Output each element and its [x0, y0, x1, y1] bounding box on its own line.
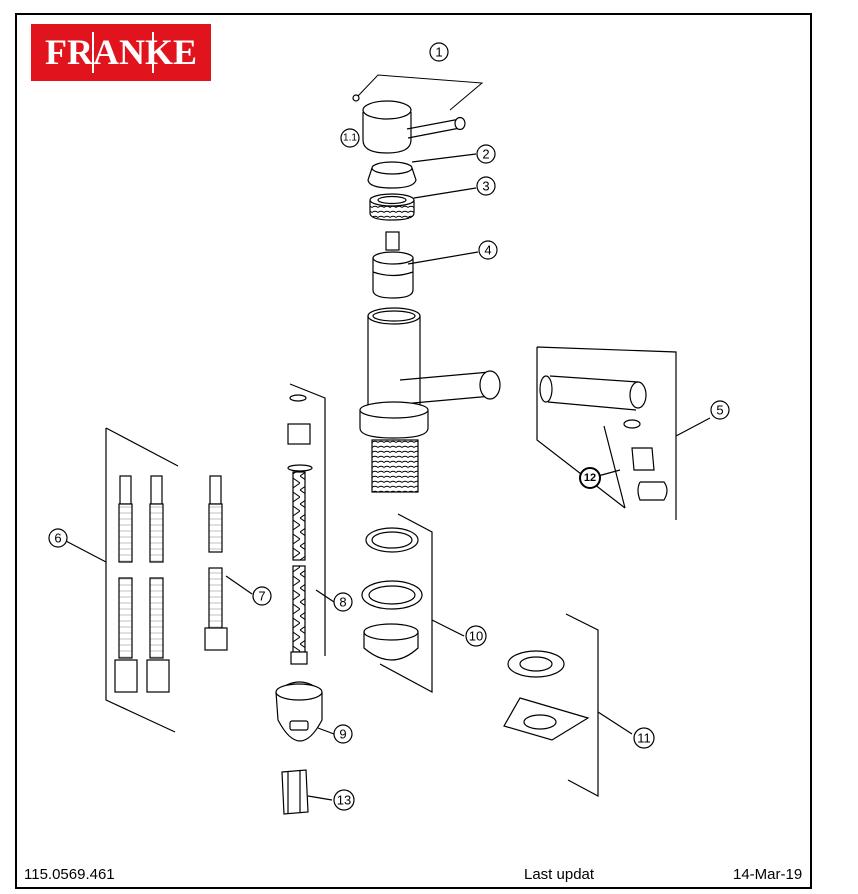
logo-divider [152, 32, 154, 73]
callout-1-label: 1 [435, 45, 442, 60]
callout-3-label: 3 [482, 179, 489, 194]
callout-5-circle [710, 400, 730, 420]
callout-2-label: 2 [482, 147, 489, 162]
callout-7-circle [252, 586, 272, 606]
base-plate-part [503, 613, 633, 797]
callout-6-label: 6 [54, 531, 61, 546]
franke-logo: FRANKE [31, 24, 211, 81]
callout-3-circle [476, 176, 496, 196]
callout-7-label: 7 [258, 589, 265, 604]
logo-divider [92, 32, 94, 73]
callout-1-1-circle [340, 128, 360, 148]
last-update-label: Last updat [524, 866, 595, 883]
part-number: 115.0569.461 [24, 866, 115, 883]
drawing-frame [15, 13, 812, 889]
cartridge-part [372, 231, 414, 299]
callout-4-label: 4 [484, 243, 491, 258]
callout-11-label: 11 [637, 731, 651, 746]
logo-lettering: FRANKE [45, 32, 197, 72]
callout-2-circle [476, 144, 496, 164]
clip-part [281, 769, 333, 815]
pull-rod-part [287, 383, 335, 665]
single-hose-part [204, 475, 253, 651]
callout-10-label: 10 [469, 629, 483, 644]
plug-part [275, 681, 335, 742]
callout-12-circle [579, 467, 601, 489]
callout-4-circle [478, 240, 498, 260]
callout-1-circle [429, 42, 449, 62]
gasket-set-part [361, 513, 465, 694]
callout-11-circle [633, 727, 655, 749]
faucet-body [359, 307, 501, 493]
callout-6-circle [48, 528, 68, 548]
cover-ring-part [367, 161, 417, 189]
callout-8-label: 8 [339, 595, 346, 610]
callout-13-circle [333, 789, 355, 811]
callout-8-circle [333, 592, 353, 612]
update-date: 14-Mar-19 [733, 866, 803, 883]
callout-9-label: 9 [339, 727, 346, 742]
flexible-hoses-part [63, 427, 179, 733]
aerator-group-part [536, 346, 711, 520]
callout-10-circle [465, 625, 487, 647]
callout-5-label: 5 [716, 403, 723, 418]
callout-1-1-label: 1.1 [343, 133, 357, 144]
lever-handle-part [352, 74, 484, 154]
callout-12-label: 12 [584, 472, 596, 484]
callout-9-circle [333, 724, 353, 744]
callout-13-label: 13 [337, 793, 351, 808]
threaded-nut-part [369, 193, 415, 221]
